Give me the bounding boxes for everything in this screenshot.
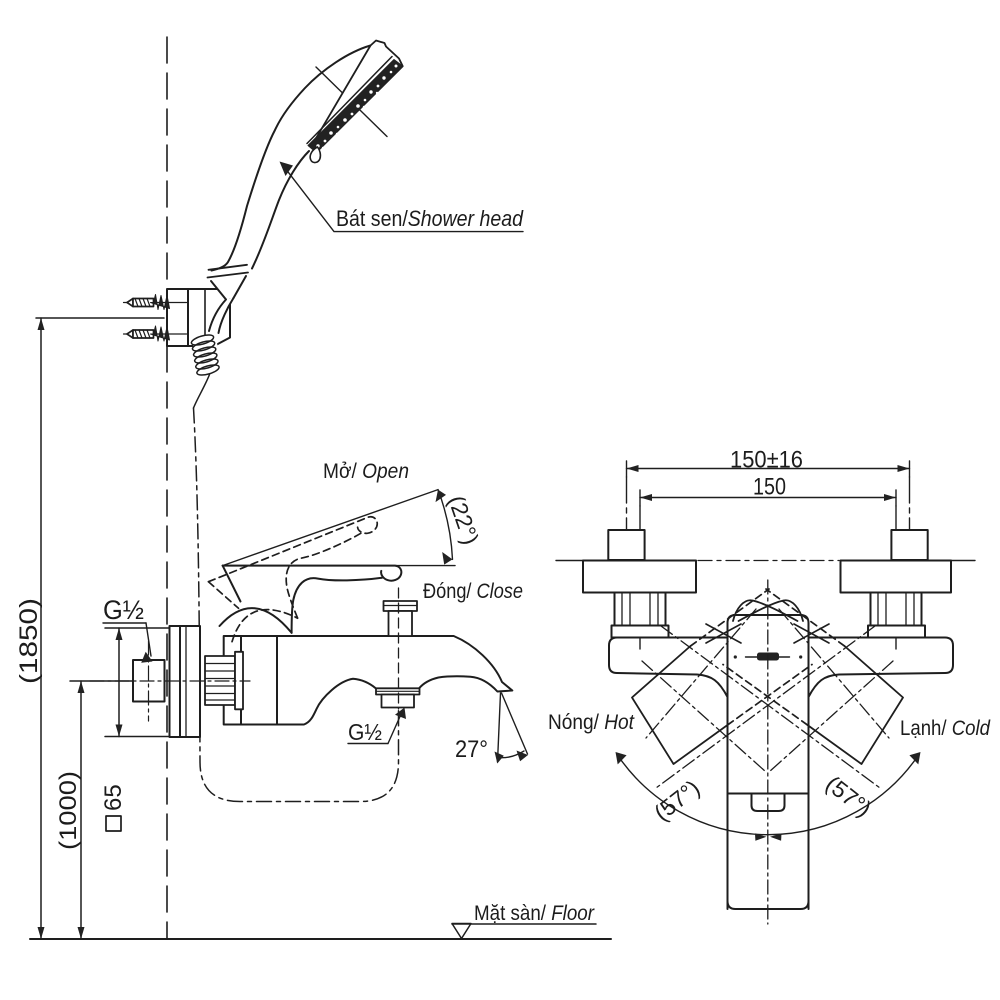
svg-text:65: 65 xyxy=(100,784,127,811)
svg-text:Nóng/ Hot: Nóng/ Hot xyxy=(548,711,635,734)
svg-text:Mở/ Open: Mở/ Open xyxy=(323,459,409,483)
svg-text:(1000): (1000) xyxy=(55,771,82,850)
svg-text:G½: G½ xyxy=(348,719,382,745)
svg-text:(57°): (57°) xyxy=(649,775,704,826)
svg-text:(1850): (1850) xyxy=(15,598,43,684)
svg-text:Mặt sàn/ Floor: Mặt sàn/ Floor xyxy=(474,902,595,925)
svg-text:Đóng/ Close: Đóng/ Close xyxy=(423,579,523,603)
svg-text:27°: 27° xyxy=(455,736,488,763)
svg-text:150: 150 xyxy=(753,474,786,501)
svg-text:(22°): (22°) xyxy=(443,492,484,548)
svg-text:Lạnh/ Cold: Lạnh/ Cold xyxy=(900,717,991,740)
svg-text:Bát sen/Shower head: Bát sen/Shower head xyxy=(336,206,524,231)
svg-text:150±16: 150±16 xyxy=(730,447,803,474)
svg-text:G½: G½ xyxy=(103,595,144,625)
svg-text:(57°): (57°) xyxy=(821,770,876,821)
